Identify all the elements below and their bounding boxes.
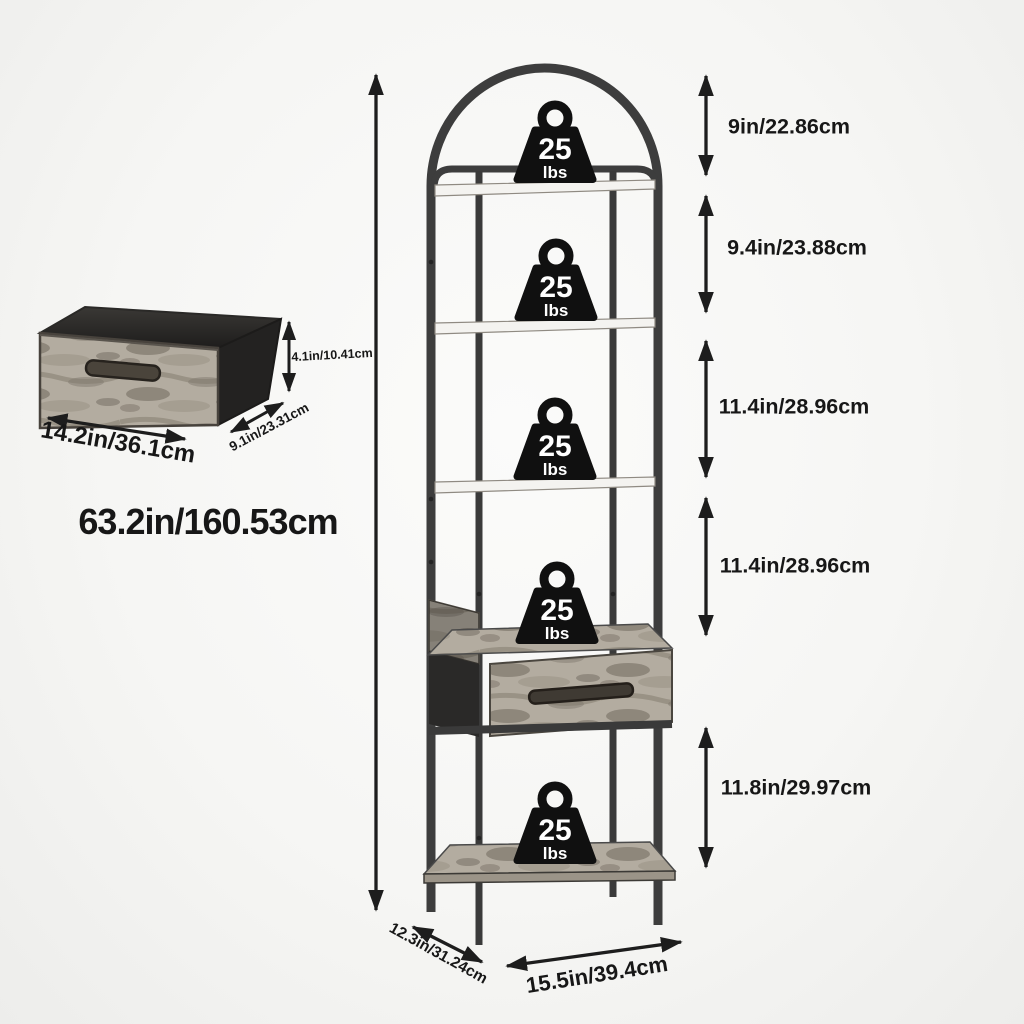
drawer-handle — [84, 359, 162, 382]
weight-capacity-icon: 25 lbs — [513, 100, 597, 183]
weight-body — [513, 807, 597, 864]
weight-capacity-icons: 25 lbs 25 lbs 25 lbs 25 lbs — [513, 100, 599, 864]
dimension-label-shelf-gap-4: 11.4in/28.96cm — [719, 553, 871, 578]
weight-value: 25 — [538, 133, 571, 166]
weight-capacity-icon: 25 lbs — [514, 238, 598, 321]
weight-body — [514, 264, 598, 321]
shelf-tower-illustration — [422, 63, 677, 945]
weight-value: 25 — [539, 271, 572, 304]
weight-unit: lbs — [545, 624, 570, 643]
base-depth-arrow — [411, 925, 484, 964]
outer-arch-frame — [426, 63, 663, 925]
base-width-arrow — [505, 936, 683, 972]
weight-value: 25 — [538, 430, 571, 463]
dimension-label-shelf-gap-1: 9in/22.86cm — [728, 114, 850, 139]
drawer-front-face — [38, 331, 220, 430]
bottom-shelf-front-edge — [423, 870, 676, 884]
drawer-width-arrow — [46, 413, 187, 444]
drawer-front-top-edge — [39, 334, 219, 351]
drawer-inset-illustration — [36, 305, 297, 444]
drawer-front-handle — [527, 682, 635, 705]
dimension-arrows — [368, 73, 714, 972]
weight-capacity-icon: 25 lbs — [513, 781, 597, 864]
frame-bolts — [428, 259, 616, 841]
dimension-label-total-height: 63.2in/160.53cm — [78, 501, 338, 542]
weight-body — [513, 126, 597, 183]
weight-value: 25 — [538, 814, 571, 847]
weight-capacity-icon: 25 lbs — [515, 561, 599, 644]
weight-capacity-icon: 25 lbs — [513, 397, 597, 480]
weight-unit: lbs — [544, 301, 569, 320]
under-drawer-bar — [428, 720, 673, 735]
weight-body — [513, 423, 597, 480]
drawer-unit-left-dark-panel — [429, 651, 479, 737]
weight-unit: lbs — [543, 460, 568, 479]
weight-unit: lbs — [543, 844, 568, 863]
drawer-depth-arrow — [229, 401, 285, 434]
weight-value: 25 — [540, 594, 573, 627]
dimension-label-shelf-gap-2: 9.4in/23.88cm — [727, 235, 867, 260]
dimension-label-shelf-gap-5: 11.8in/29.97cm — [720, 775, 872, 800]
weight-unit: lbs — [543, 163, 568, 182]
weight-body — [515, 587, 599, 644]
dimension-label-shelf-gap-3: 11.4in/28.96cm — [718, 394, 870, 419]
